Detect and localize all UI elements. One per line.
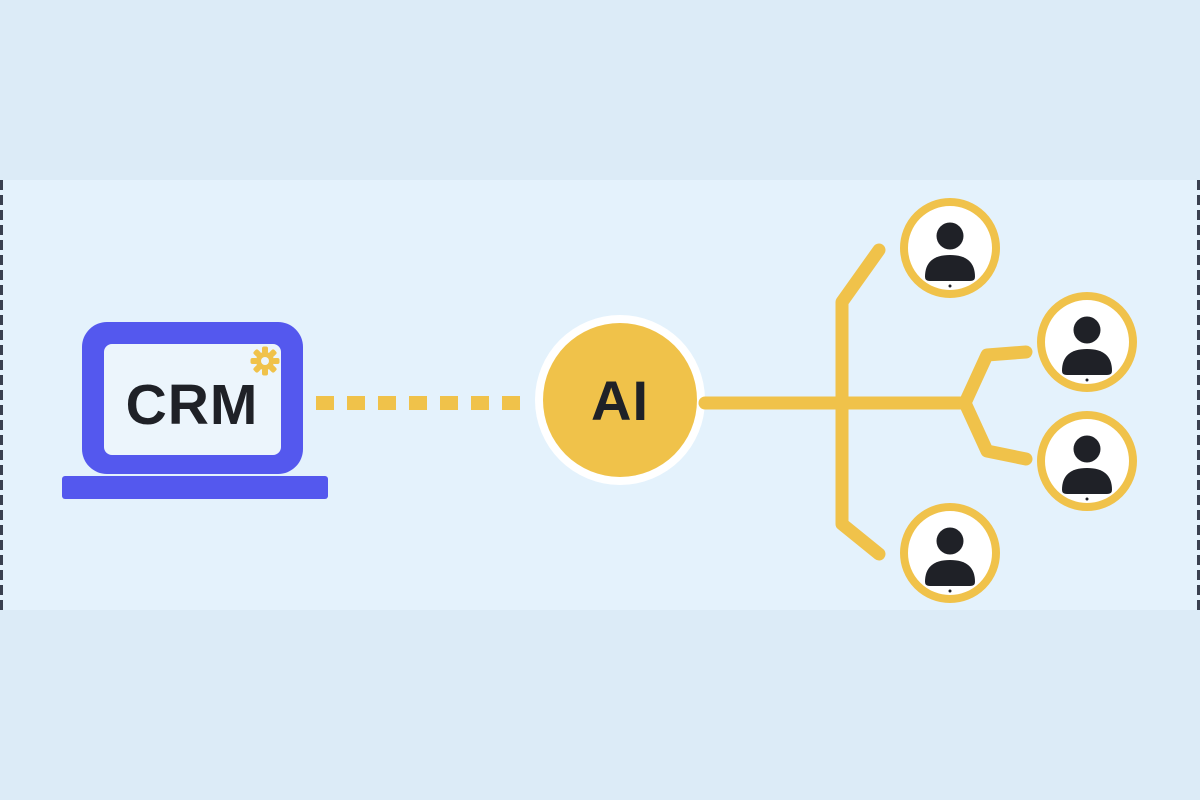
- crm-laptop-node: CRM: [62, 322, 328, 499]
- user-node-bottom: [900, 503, 1000, 603]
- user-node-right-lower: [1037, 411, 1137, 511]
- connector-vertical-branch: [835, 243, 886, 561]
- left-dashed-border: [0, 180, 3, 610]
- ai-node: AI: [535, 315, 705, 485]
- ai-node-circle: [543, 323, 697, 477]
- ai-label: AI: [591, 369, 649, 432]
- right-dashed-border: [1197, 180, 1200, 610]
- user-node-right-upper: [1037, 292, 1137, 392]
- person-icon: [925, 222, 975, 288]
- gear-icon: [250, 346, 280, 376]
- gear-hole: [261, 357, 269, 365]
- crm-label: CRM: [126, 373, 259, 437]
- connector-fork-lower: [958, 396, 1033, 466]
- person-icon: [1062, 435, 1112, 501]
- user-node-top: [900, 198, 1000, 298]
- user-nodes: [900, 198, 1137, 603]
- connector-fork-upper: [958, 345, 1033, 410]
- person-icon: [1062, 316, 1112, 382]
- laptop-base: [62, 476, 328, 499]
- person-icon: [925, 527, 975, 593]
- laptop-screen: [104, 344, 281, 455]
- ai-to-users-connectors: [698, 243, 1033, 561]
